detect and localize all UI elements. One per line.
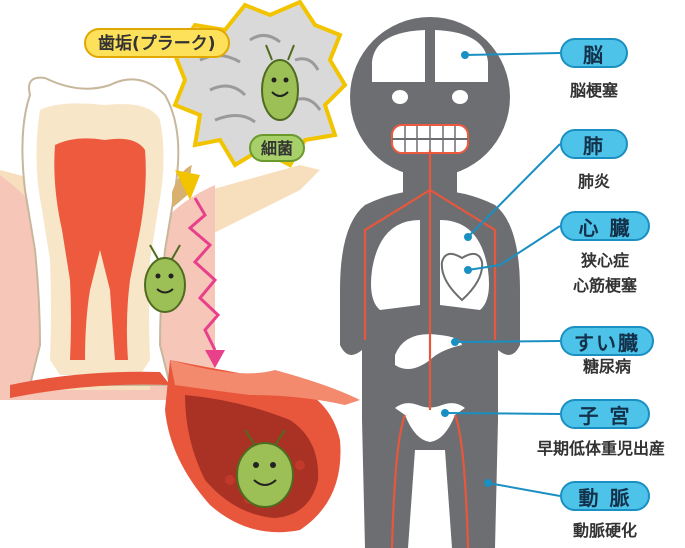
organ-label-artery: 動 脈 <box>560 481 650 511</box>
organ-label-uterus: 子 宮 <box>560 399 650 429</box>
bacteria-label: 細菌 <box>249 134 305 162</box>
disease-heart-1: 狭心症 <box>553 250 657 272</box>
disease-heart-2: 心筋梗塞 <box>553 275 657 297</box>
organ-label-lung: 肺 <box>560 129 628 159</box>
human-body-silhouette <box>340 17 520 548</box>
disease-uterus: 早期低体重児出産 <box>520 438 682 460</box>
organ-label-pancreas: すい臓 <box>560 326 654 356</box>
organ-label-heart: 心 臓 <box>560 211 650 241</box>
plaque-label: 歯垢(プラーク) <box>84 28 230 58</box>
disease-lung: 肺炎 <box>560 171 628 193</box>
organ-label-brain: 脳 <box>560 38 628 68</box>
disease-pancreas: 糖尿病 <box>560 356 654 378</box>
disease-artery: 動脈硬化 <box>555 520 655 542</box>
disease-brain: 脳梗塞 <box>560 80 628 102</box>
